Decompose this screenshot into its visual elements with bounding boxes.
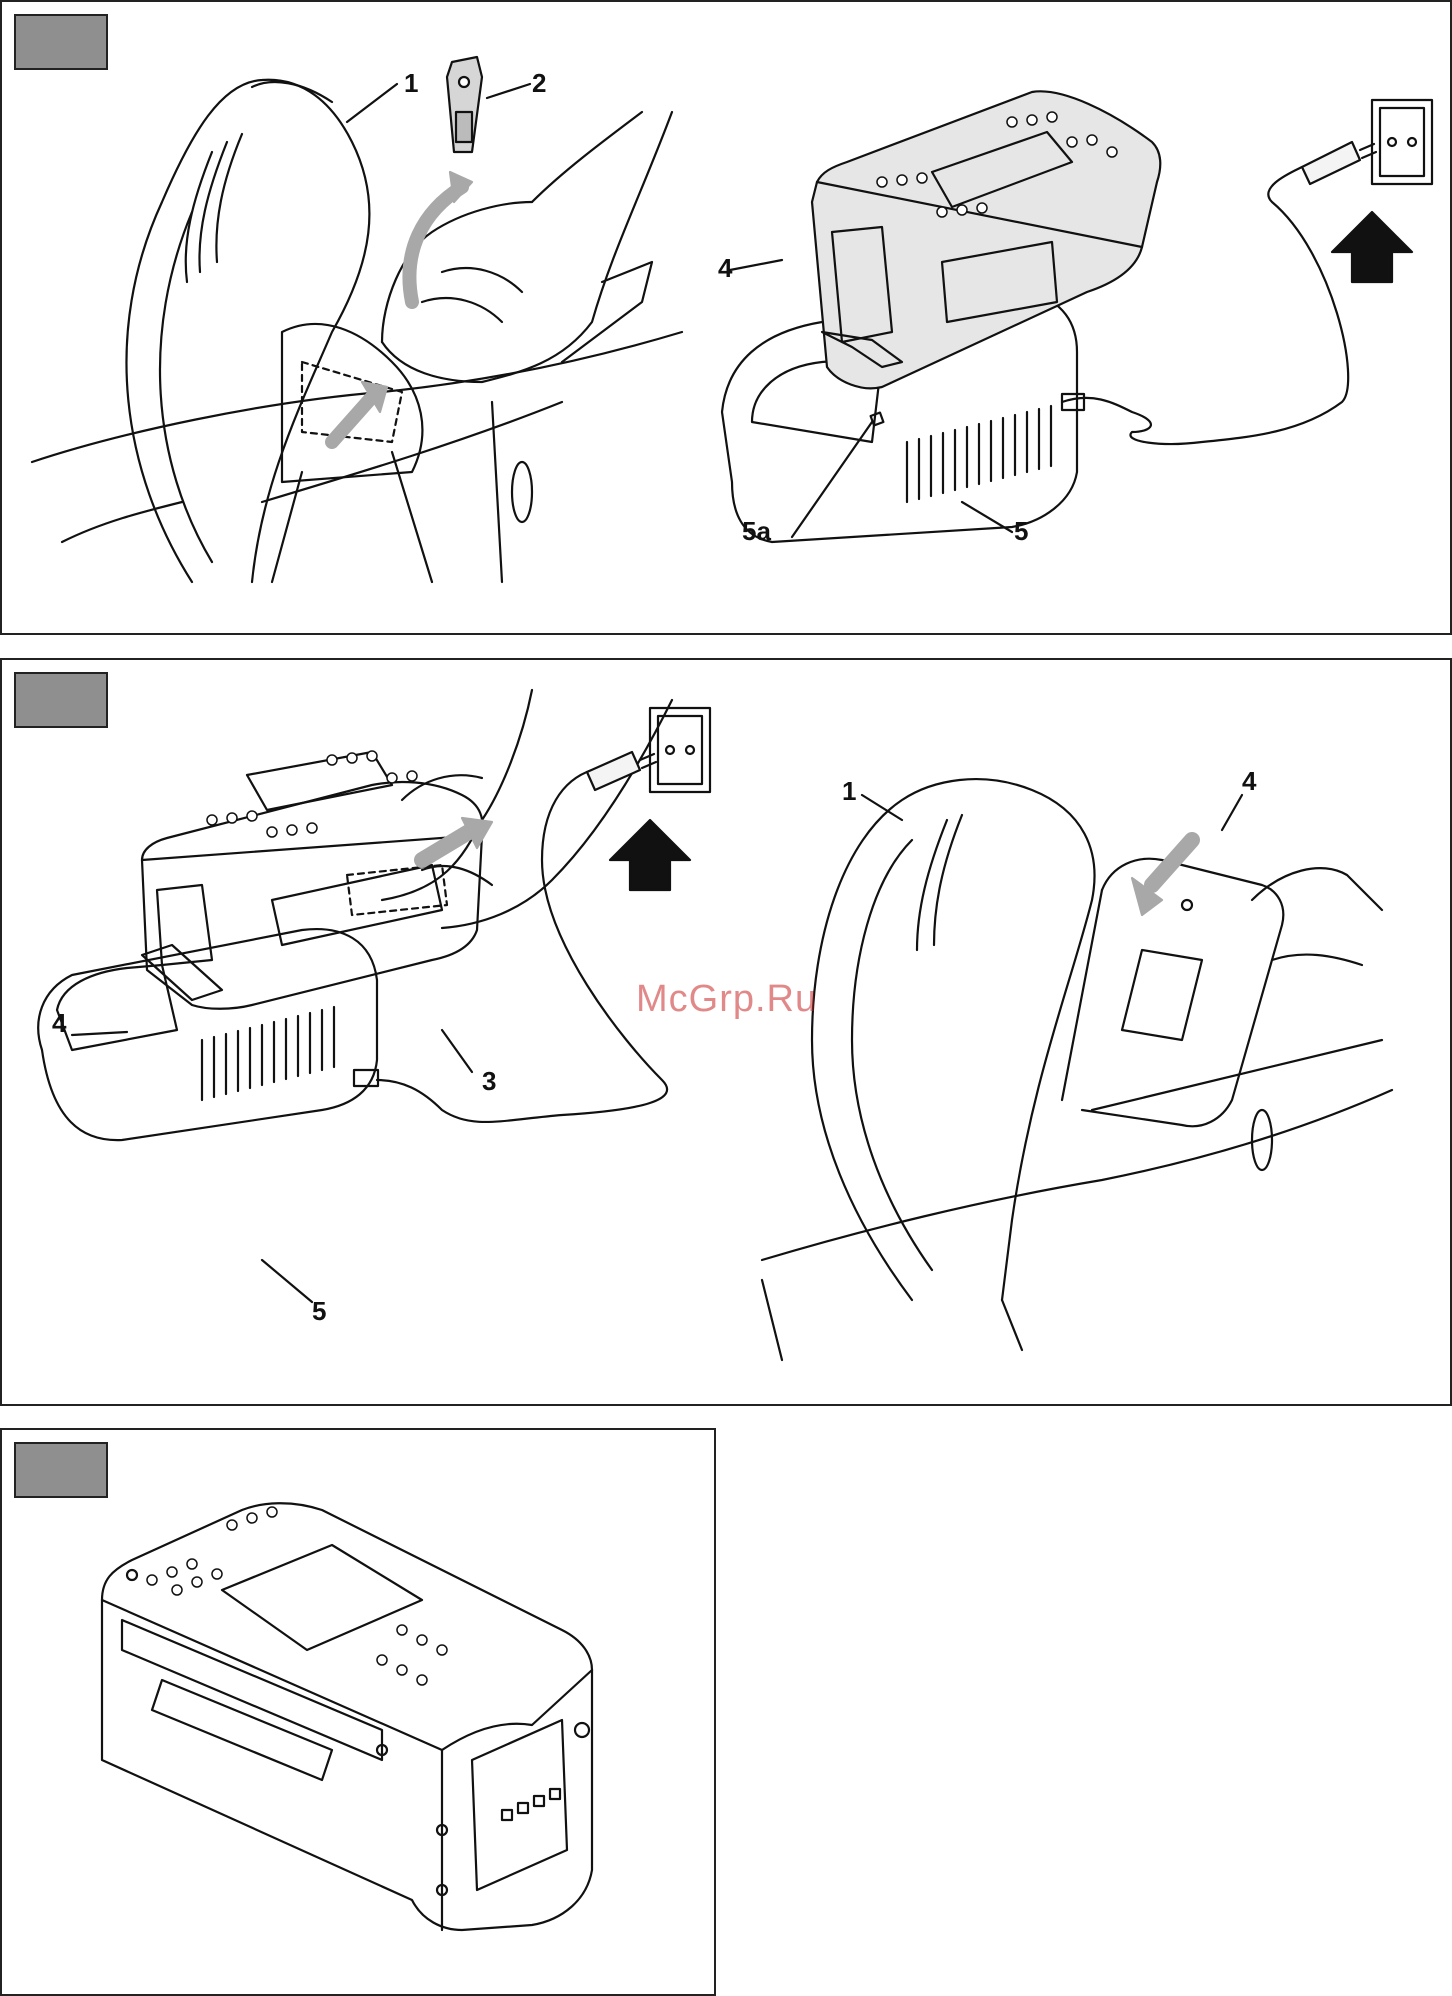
label-key: 2 xyxy=(532,68,546,98)
battery-pack-lifted xyxy=(142,751,483,1009)
charger-vent-slots xyxy=(202,1007,334,1100)
battery-pack-on-charger xyxy=(812,91,1160,388)
wall-socket-icon xyxy=(1372,100,1432,184)
charge-status-button[interactable] xyxy=(575,1723,589,1737)
label-lid: 1 xyxy=(842,776,856,806)
label-indicator: 5a xyxy=(742,516,771,546)
label-lid: 1 xyxy=(404,68,418,98)
label-battery: 4 xyxy=(718,253,733,283)
lift-arrow-icon xyxy=(422,830,472,860)
figure-panel-3 xyxy=(0,1428,716,1996)
figure-2-illustration: 4 3 5 1 4 xyxy=(2,660,1450,1404)
insert-arrow-icon xyxy=(1152,840,1192,885)
label-battery-right: 4 xyxy=(1242,766,1257,796)
mower-lid-open xyxy=(812,779,1095,1300)
label-charger: 5 xyxy=(1014,516,1028,546)
label-latch: 3 xyxy=(482,1066,496,1096)
plug-icon xyxy=(1302,142,1376,184)
figure-panel-2: 4 3 5 1 4 xyxy=(0,658,1452,1406)
figure-1-illustration: 1 2 4 5 5a xyxy=(2,2,1450,633)
insert-arrow-icon xyxy=(1332,212,1412,282)
remove-arrow-icon xyxy=(409,187,462,302)
charge-level-leds xyxy=(502,1723,589,1820)
wall-socket-icon xyxy=(650,708,710,792)
insert-arrow-icon xyxy=(332,397,372,442)
watermark: McGrp.Ru xyxy=(636,978,817,1021)
label-battery: 4 xyxy=(52,1008,67,1038)
power-cord xyxy=(354,770,667,1122)
battery-pack-icon xyxy=(2,1430,714,1994)
battery-pack-inserted xyxy=(1062,859,1283,1127)
safety-key xyxy=(447,57,482,152)
insert-arrow-icon xyxy=(610,820,690,890)
mower-body xyxy=(762,868,1392,1360)
plug-icon xyxy=(587,752,656,790)
hand xyxy=(382,112,672,382)
figure-panel-1: 1 2 4 5 5a xyxy=(0,0,1452,635)
label-charger: 5 xyxy=(312,1296,326,1326)
charger-vent-slots xyxy=(907,406,1051,502)
hand xyxy=(382,690,672,928)
